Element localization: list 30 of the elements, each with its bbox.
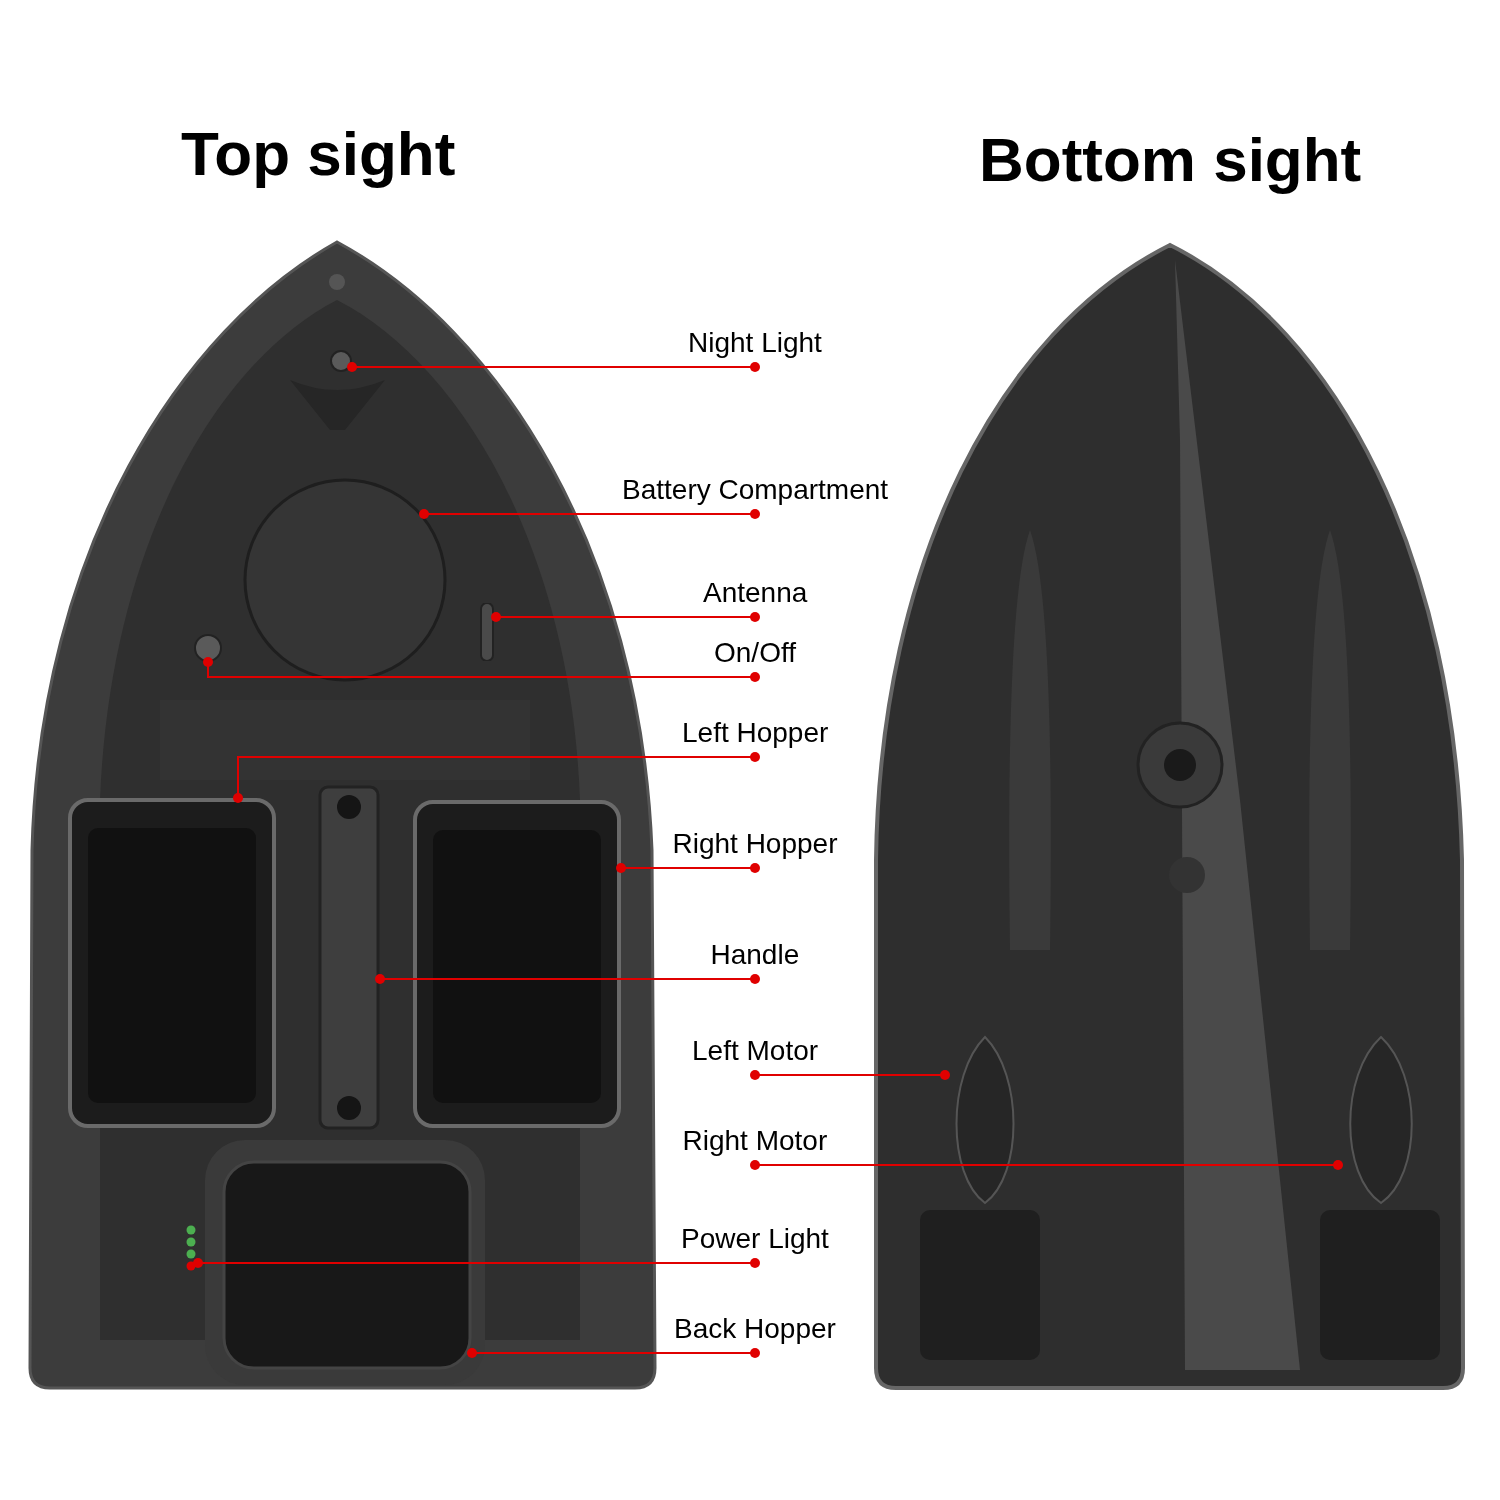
view-heading: Bottom sight xyxy=(979,124,1362,195)
leader-line xyxy=(375,974,760,984)
leader-line xyxy=(419,509,760,519)
callout-label: Antenna xyxy=(703,577,808,609)
handle xyxy=(318,785,380,1130)
leader-line xyxy=(750,1160,1343,1170)
leader-line xyxy=(467,1348,760,1358)
leader-line xyxy=(203,657,760,682)
leader-line xyxy=(616,863,760,873)
callout-label: Power Light xyxy=(681,1223,829,1255)
hopper xyxy=(68,798,276,1128)
view-heading: Top sight xyxy=(181,118,456,189)
callout-label: Battery Compartment xyxy=(622,474,889,506)
leader-line xyxy=(491,612,760,622)
callout-label: Left Motor xyxy=(692,1035,819,1067)
callout-label: Right Motor xyxy=(682,1125,828,1157)
battery-compartment-lid xyxy=(243,478,447,682)
back-hopper xyxy=(222,1160,472,1370)
callout-label: Night Light xyxy=(688,327,822,359)
leader-line xyxy=(750,1070,950,1080)
callout-label: Left Hopper xyxy=(682,717,829,749)
callout-label: Back Hopper xyxy=(674,1313,836,1345)
callout-label: Right Hopper xyxy=(672,828,838,860)
callout-label: Handle xyxy=(710,939,800,971)
leader-line xyxy=(347,362,760,372)
leader-line xyxy=(233,752,760,803)
antenna xyxy=(478,603,496,661)
leader-line xyxy=(193,1258,760,1268)
callout-label: On/Off xyxy=(714,637,796,669)
hopper xyxy=(413,800,621,1128)
